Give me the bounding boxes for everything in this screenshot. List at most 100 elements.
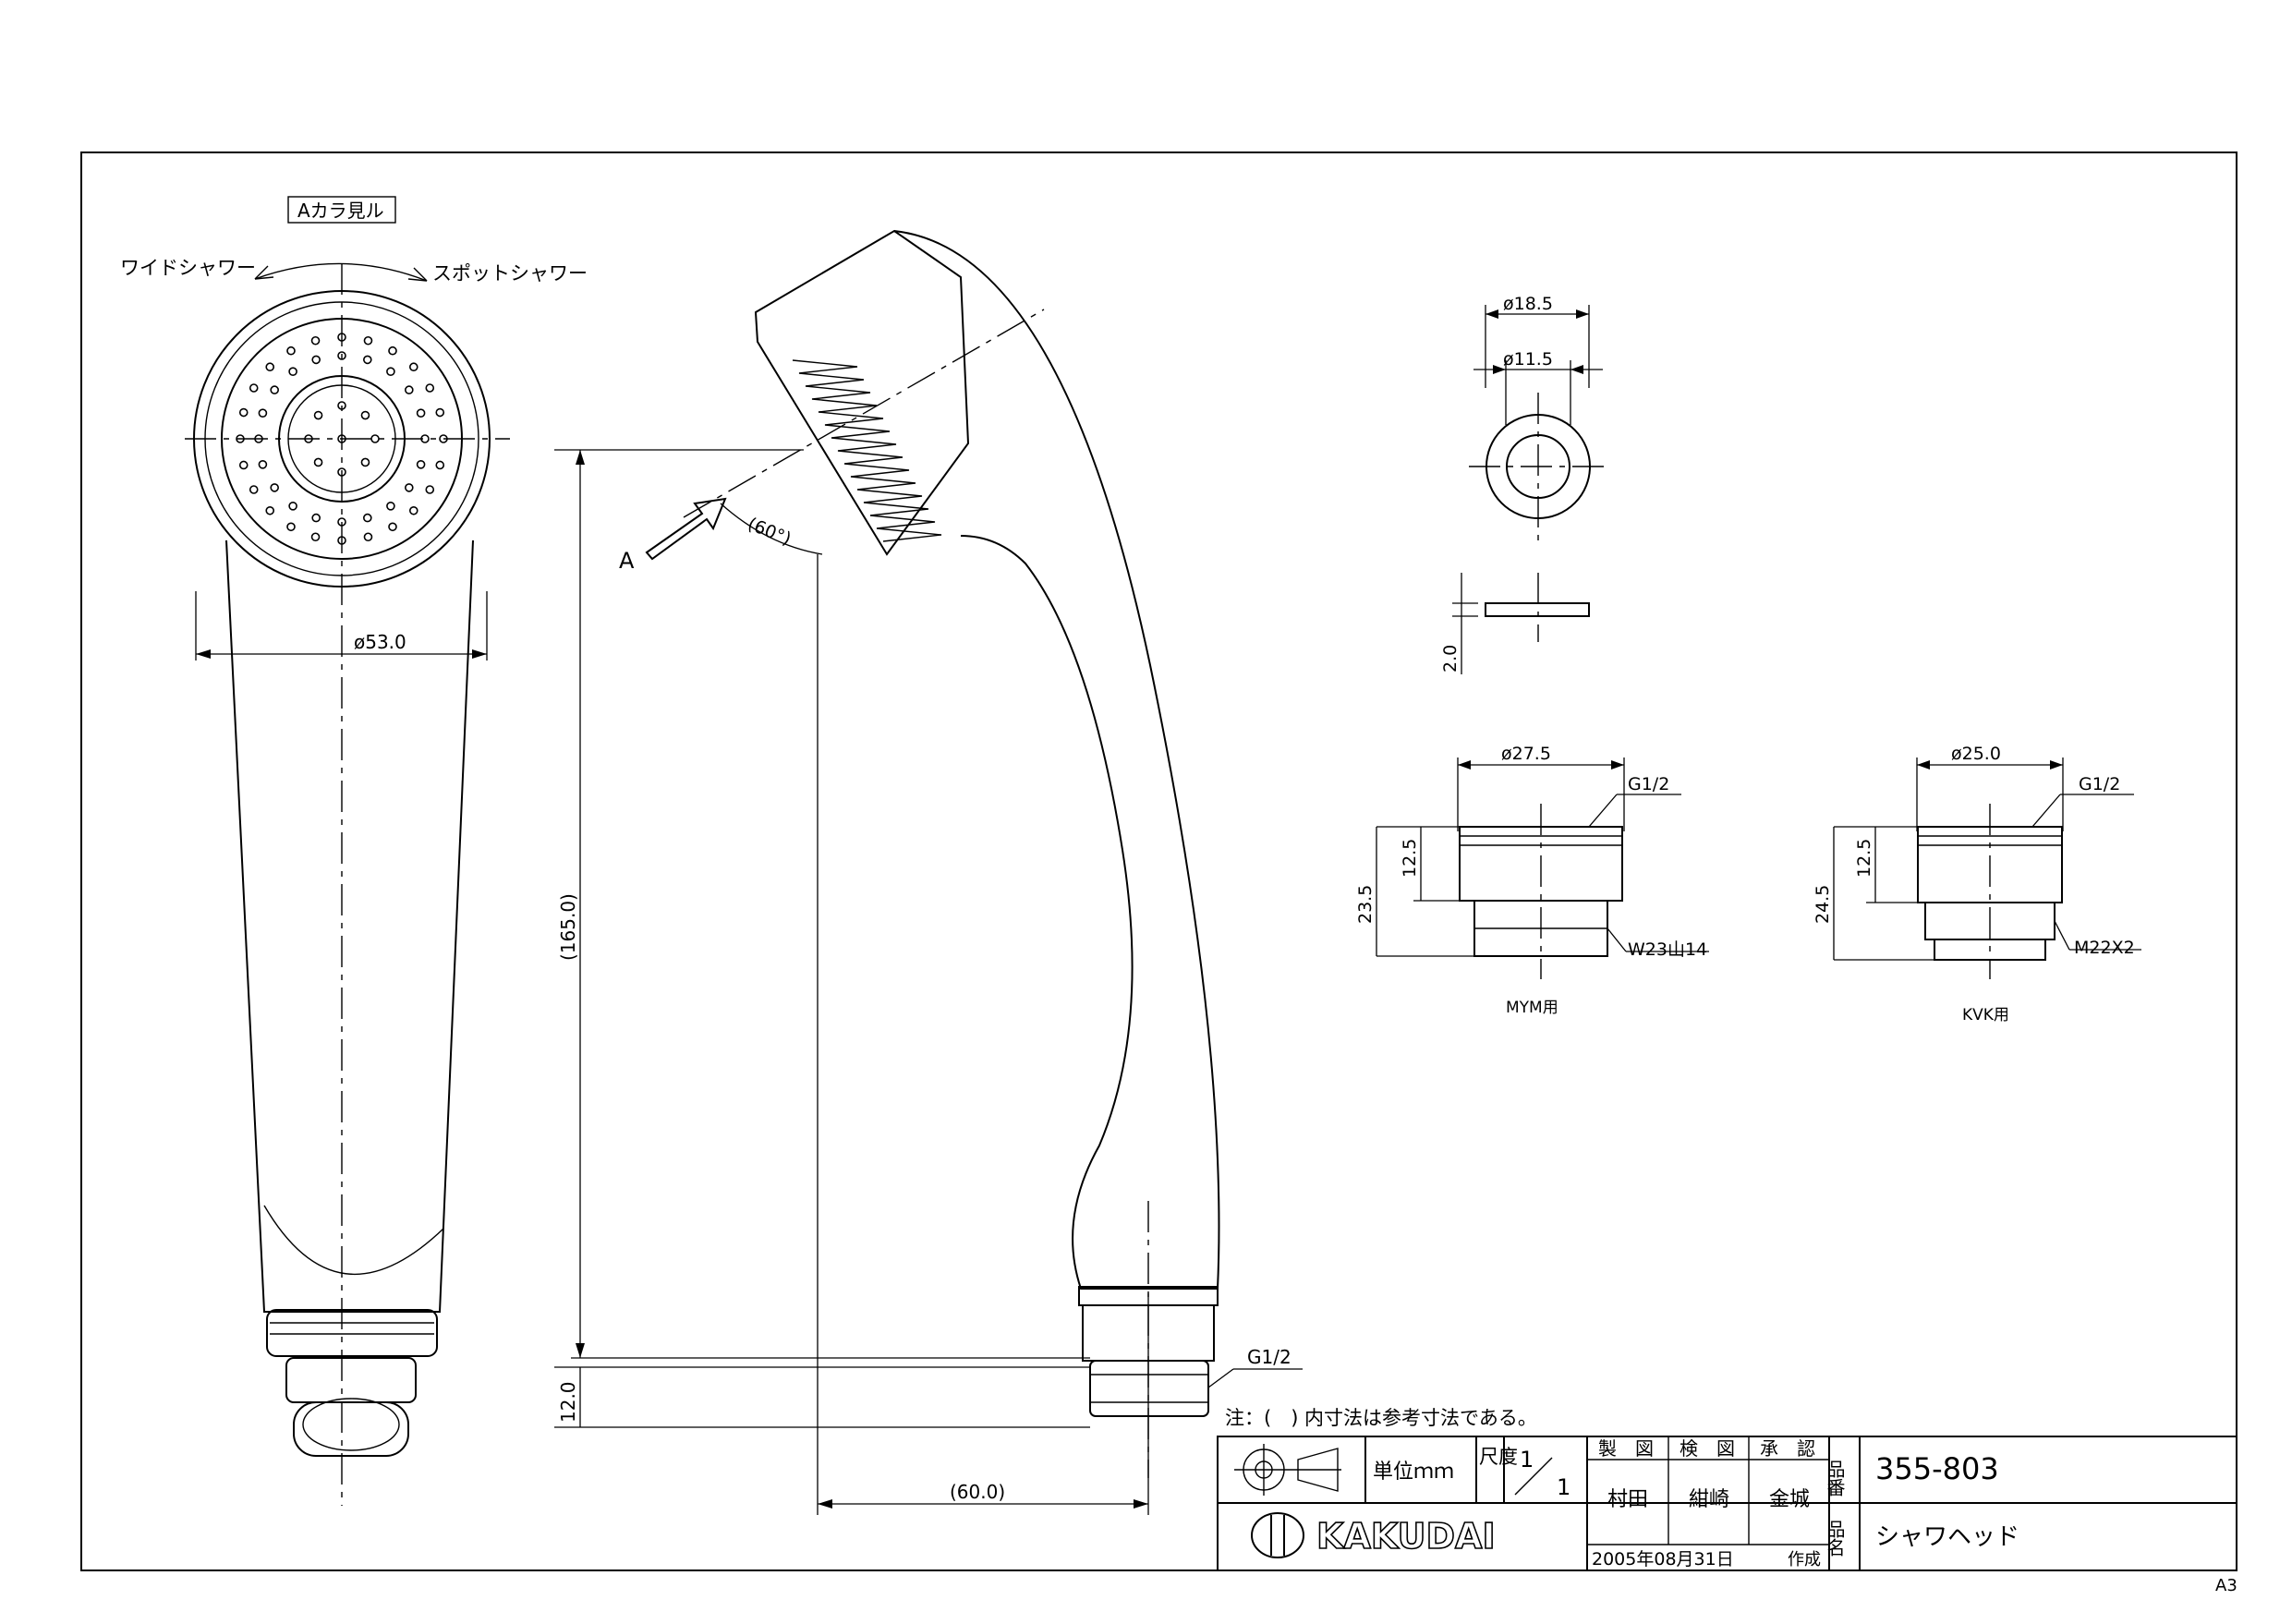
- spray-hole: [386, 367, 395, 376]
- spray-fin-zigzag: [792, 359, 942, 542]
- view-direction-arrow: [645, 497, 727, 561]
- spray-hole: [408, 505, 418, 515]
- rotation-arrow: [254, 262, 428, 282]
- hose-connector: [293, 1401, 409, 1457]
- created-date: 2005年08月31日: [1592, 1549, 1734, 1569]
- mym-thread-top: G1/2: [1628, 774, 1669, 794]
- mym-thread-bottom: W23山14: [1628, 939, 1707, 960]
- spray-hole: [286, 345, 296, 356]
- swivel-collar: [266, 1309, 438, 1357]
- spray-hole: [265, 362, 275, 372]
- name-approver: 金城: [1769, 1488, 1810, 1511]
- kvk-thread-top: G1/2: [2079, 774, 2120, 794]
- washer-inner-dia: ø11.5: [1503, 349, 1553, 370]
- created-label: 作成: [1788, 1550, 1821, 1569]
- spray-hole: [270, 385, 279, 394]
- dimension-thread-length: 12.0: [557, 1381, 579, 1423]
- handle-side-outline: [893, 230, 1220, 1290]
- mym-diameter: ø27.5: [1501, 744, 1551, 764]
- drawing-note: 注：( ) 内寸法は参考寸法である。: [1225, 1407, 1537, 1429]
- spray-hole: [388, 522, 397, 532]
- angle-dimension: (60°): [745, 514, 794, 550]
- spray-hole: [370, 434, 380, 443]
- part-number: 355-803: [1875, 1451, 1999, 1486]
- title-block: 単位ｍｍ 尺度 1 1 製 図 検 図 承 認 村田 紺崎 金城 2005年08…: [1217, 1436, 2237, 1571]
- spray-hole: [363, 532, 373, 542]
- side-hose-connector: [1089, 1360, 1209, 1417]
- role-drafter: 製 図: [1598, 1437, 1654, 1460]
- front-view: Aカラ見ル ワイドシャワー スポットシャワー ø53.0: [120, 196, 588, 1506]
- rotation-label-left: ワイドシャワー: [120, 257, 256, 279]
- view-arrow-label: A: [619, 548, 635, 574]
- mym-height-total: 23.5: [1355, 885, 1376, 924]
- name-checker: 紺崎: [1689, 1488, 1729, 1511]
- washer-detail: ø18.5 ø11.5 2.0: [1440, 294, 1607, 674]
- spray-hole: [363, 513, 372, 523]
- sheet-border: [80, 151, 2237, 1571]
- sheet-size: A3: [2215, 1576, 2237, 1595]
- name-drafter: 村田: [1607, 1488, 1648, 1511]
- logo-text: KAKUDAI: [1316, 1516, 1496, 1557]
- spray-hole: [249, 485, 259, 494]
- dimension-dia53: ø53.0: [354, 631, 406, 653]
- head-side-outline: [754, 229, 970, 556]
- spray-hole: [310, 335, 321, 345]
- spray-hole: [408, 362, 418, 372]
- part-name-label: 品名: [1824, 1520, 1846, 1557]
- part-name: シャワヘッド: [1875, 1523, 2019, 1551]
- spray-hole: [313, 410, 323, 420]
- mym-caption: MYM用: [1506, 999, 1558, 1017]
- washer-outer-dia: ø18.5: [1503, 294, 1553, 314]
- adapter-mym: ø27.5 23.5 12.5 G1/2 W23山14 MYM用: [1355, 744, 1709, 1017]
- handle-outline: [225, 539, 474, 1313]
- kvk-caption: KVK用: [1962, 1006, 2009, 1024]
- spray-hole: [363, 335, 373, 345]
- role-approver: 承 認: [1760, 1437, 1815, 1460]
- spray-hole: [435, 407, 445, 418]
- spray-hole: [416, 408, 426, 418]
- washer-side: [1485, 602, 1590, 617]
- spray-hole: [425, 383, 435, 393]
- spray-hole: [265, 505, 275, 515]
- scale-label: 尺度: [1479, 1446, 1518, 1468]
- spray-hole: [258, 408, 268, 418]
- spray-hole: [360, 410, 370, 420]
- adapter-kvk: ø25.0 24.5 12.5 G1/2 M22X2 KVK用: [1813, 744, 2141, 1024]
- spray-hole: [388, 345, 397, 356]
- spray-hole: [313, 457, 323, 467]
- thread-label: G1/2: [1247, 1346, 1292, 1368]
- side-view: A (60°) (165.0) 12.0 (60.0) G1/2: [554, 229, 1303, 1515]
- spray-axis-line: [683, 309, 1045, 518]
- spray-hole: [270, 483, 279, 492]
- spray-hole: [288, 502, 297, 511]
- role-checker: 検 図: [1680, 1437, 1735, 1460]
- kvk-thread-bottom: M22X2: [2074, 938, 2135, 958]
- spray-fins: [792, 359, 942, 542]
- spray-hole: [311, 355, 321, 365]
- spray-hole: [249, 383, 259, 393]
- spray-hole: [416, 460, 426, 469]
- spray-hole: [286, 522, 296, 532]
- kvk-height-upper: 12.5: [1854, 839, 1874, 878]
- washer-thickness: 2.0: [1440, 645, 1461, 673]
- spray-hole: [363, 355, 372, 365]
- kakudai-logo: KAKUDAI: [1251, 1512, 1496, 1558]
- spray-hole: [258, 460, 268, 469]
- part-number-label: 品番: [1824, 1460, 1846, 1497]
- spray-hole: [288, 367, 297, 376]
- spray-hole: [405, 483, 414, 492]
- spray-hole: [238, 460, 249, 470]
- spray-hole: [435, 460, 445, 470]
- spray-hole: [238, 407, 249, 418]
- dimension-offset: (60.0): [950, 1481, 1005, 1503]
- spray-hole: [311, 513, 321, 523]
- spray-hole: [310, 532, 321, 542]
- rotation-label-right: スポットシャワー: [432, 262, 588, 285]
- view-label-box: [287, 196, 396, 224]
- kvk-height-total: 24.5: [1813, 885, 1833, 924]
- unit-label: 単位ｍｍ: [1373, 1460, 1454, 1484]
- spray-hole: [386, 502, 395, 511]
- view-label: Aカラ見ル: [297, 200, 384, 222]
